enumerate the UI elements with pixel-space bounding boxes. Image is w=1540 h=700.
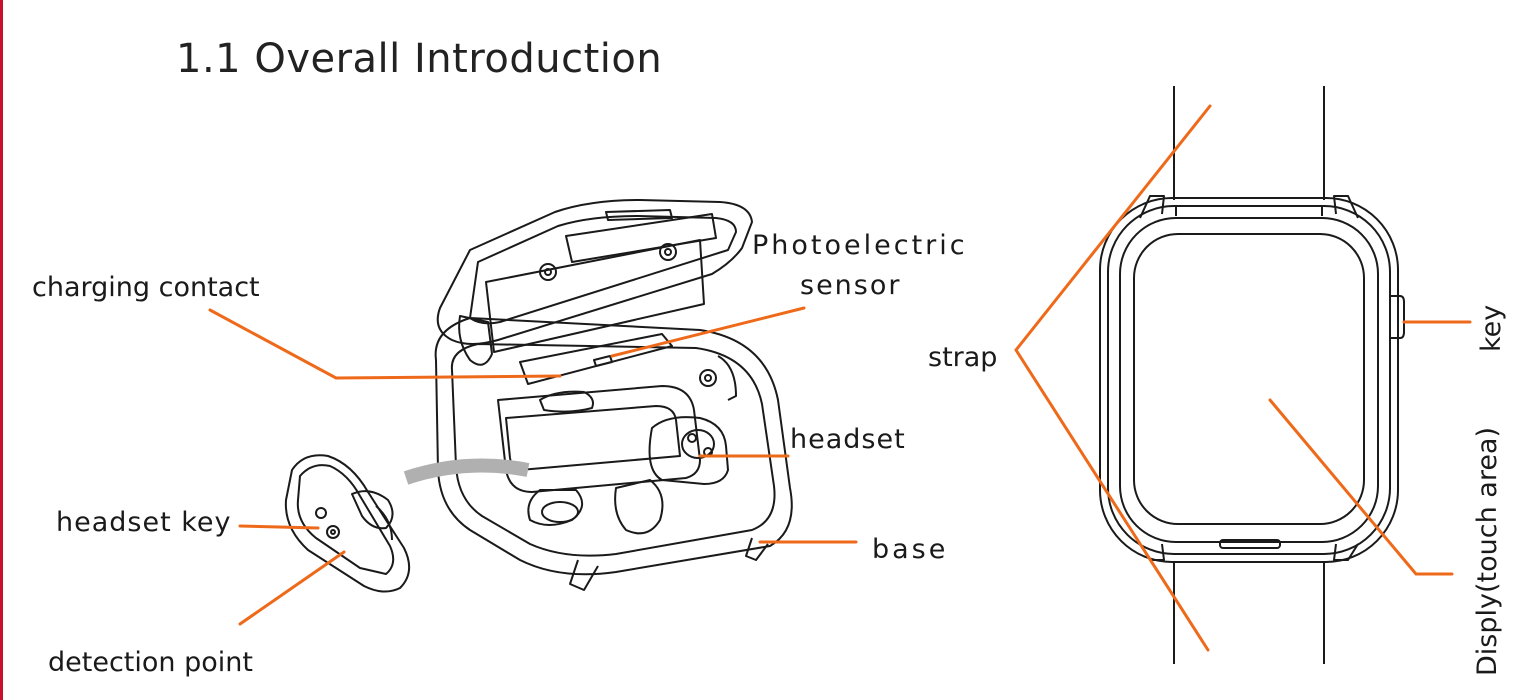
leader-lines [208,104,1472,652]
leader-display [1268,398,1454,576]
leader-detection-point [238,550,346,626]
earbud-illustration [284,454,411,593]
label-photoelectric-line1: Photoelectric [752,230,968,261]
charging-case-illustration [434,199,793,591]
insertion-arc [403,458,530,485]
label-display: Disply(touch area) [1472,426,1503,676]
label-headset: headset [790,424,906,455]
leader-strap-upper [1014,104,1212,352]
label-base: base [872,534,949,565]
section-title: 1.1 Overall Introduction [176,36,663,82]
smartwatch-illustration [1099,86,1405,664]
label-sensor-line2: sensor [800,270,902,301]
label-key: key [1476,304,1507,352]
leader-strap-lower [1014,348,1210,652]
label-headset-key: headset key [56,507,232,538]
page-edge-line [0,0,3,700]
label-charging-contact: charging contact [32,272,260,303]
leader-photoelectric-sensor [610,306,806,358]
leader-headset-key [238,524,320,530]
label-strap: strap [928,342,998,373]
label-detection-point: detection point [48,647,253,678]
leader-charging-contact [208,308,562,380]
